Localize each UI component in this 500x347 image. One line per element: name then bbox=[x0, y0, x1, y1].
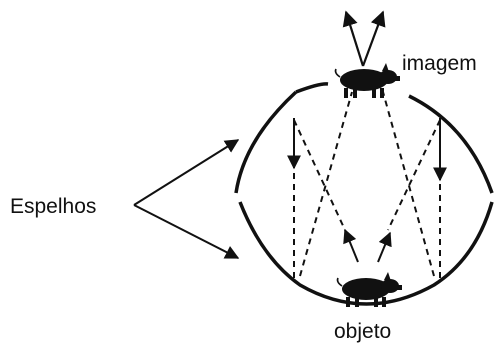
top-mirror-arc-left bbox=[234, 90, 298, 194]
mirror-pointer-lower bbox=[133, 204, 240, 259]
top-mirror-arc-left-inner bbox=[295, 82, 329, 94]
object-ray-arrow-left bbox=[343, 228, 359, 263]
top-mirror-arc-right bbox=[408, 94, 494, 194]
image-label: imagem bbox=[402, 52, 477, 75]
image-pig-icon bbox=[334, 62, 401, 99]
mirror-pointer-upper bbox=[133, 139, 240, 206]
object-ray-arrow-right bbox=[377, 231, 392, 263]
light-rays bbox=[293, 91, 441, 278]
mirrors-label: Espelhos bbox=[10, 195, 96, 218]
image-ray-arrow-right bbox=[361, 10, 386, 67]
object-label: objeto bbox=[334, 320, 391, 343]
image-ray-arrow-left bbox=[342, 10, 365, 67]
bottom-mirror-arc bbox=[238, 201, 494, 306]
